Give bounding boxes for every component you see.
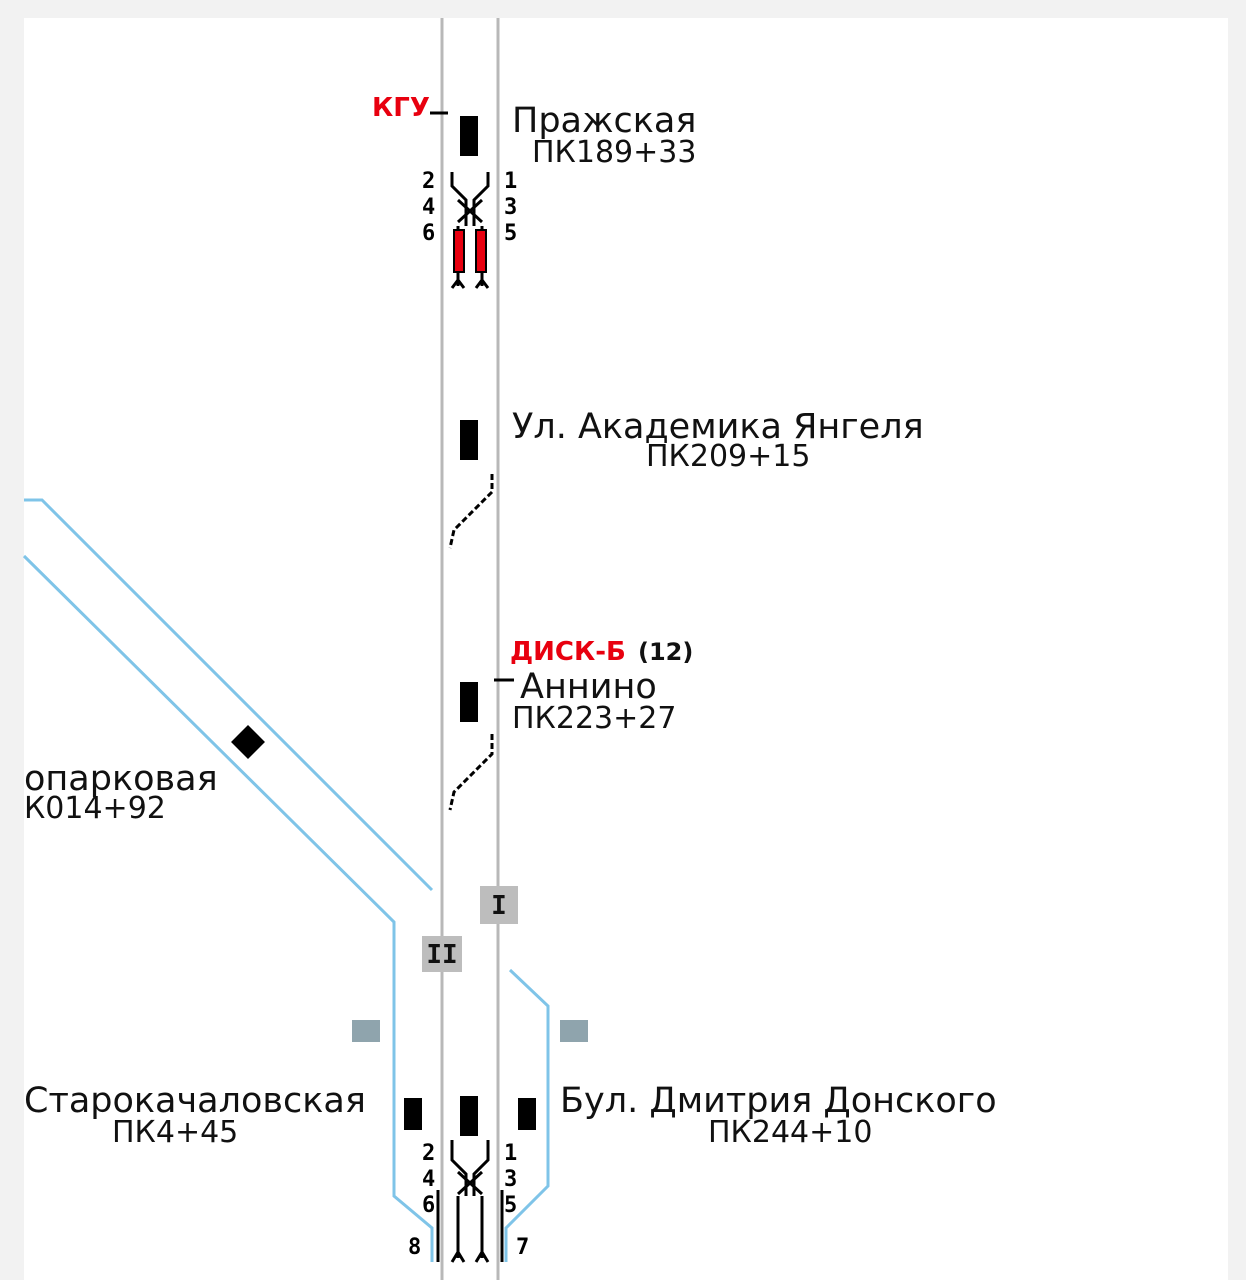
switch-number[interactable]: 3: [504, 1167, 517, 1192]
track-box-2[interactable]: II: [422, 936, 462, 972]
switch-number[interactable]: 2: [422, 169, 435, 194]
crossover-bottom[interactable]: [436, 1140, 504, 1263]
switch-number[interactable]: 2: [422, 1141, 435, 1166]
signal-diamond: [231, 725, 265, 759]
track-box-label: II: [426, 940, 457, 970]
station-name: Пражская: [512, 101, 696, 141]
switch-number[interactable]: 7: [516, 1235, 529, 1260]
crossover-top[interactable]: [450, 172, 490, 289]
station-pk: ПК209+15: [646, 439, 810, 474]
station-dmitriya-donskogo[interactable]: Бул. Дмитрия Донского ПК244+10: [518, 1081, 997, 1150]
crossover-bottom-feet: [450, 1249, 490, 1263]
switch-numbers-top-right: 1 3 5: [504, 169, 517, 246]
station-pk: ПК223+27: [512, 701, 676, 736]
kgu-indicator[interactable]: КГУ: [372, 93, 448, 123]
platform-marker-left[interactable]: [352, 1020, 380, 1042]
station-pk: ПК189+33: [532, 135, 696, 170]
switch-number[interactable]: 5: [504, 1193, 517, 1218]
platform-block: [404, 1098, 422, 1130]
station-lesoparkovaya[interactable]: опарковая К014+92: [24, 725, 265, 826]
crossover-bottom-x: [456, 1170, 484, 1196]
track-box-label: I: [491, 891, 507, 921]
disk-b-label: ДИСК-Б: [510, 637, 626, 667]
branch-lines: [22, 498, 550, 1262]
station-starokachalovskaya[interactable]: Старокачаловская ПК4+45: [24, 1081, 422, 1150]
switch-number[interactable]: 3: [504, 195, 517, 220]
platform-block: [518, 1098, 536, 1130]
occupied-section-left[interactable]: [453, 229, 465, 273]
platform-block: [460, 420, 478, 460]
switch-number[interactable]: 8: [408, 1235, 421, 1260]
station-yangelya[interactable]: Ул. Академика Янгеля ПК209+15: [460, 407, 924, 474]
station-name: Старокачаловская: [24, 1081, 366, 1121]
kgu-label: КГУ: [372, 93, 430, 123]
station-name: опарковая: [24, 759, 218, 799]
switch-number[interactable]: 4: [422, 195, 435, 220]
crossover-top-x: [456, 198, 484, 224]
track-box-1[interactable]: I: [480, 886, 518, 924]
disk-b-count: (12): [638, 638, 693, 666]
station-pk: ПК4+45: [112, 1115, 238, 1150]
crossover-annino[interactable]: [448, 734, 494, 811]
branch-line-outer: [24, 498, 434, 892]
switch-numbers-bottom-right: 1 3 5 7: [504, 1141, 529, 1260]
platform-block: [460, 116, 478, 156]
switch-number[interactable]: 1: [504, 1141, 517, 1166]
station-pk: К014+92: [24, 791, 166, 826]
station-name: Ул. Академика Янгеля: [512, 407, 924, 447]
station-name: Бул. Дмитрия Донского: [560, 1081, 997, 1121]
station-annino[interactable]: Аннино ПК223+27: [460, 667, 676, 736]
switch-number[interactable]: 6: [422, 221, 435, 246]
switch-number[interactable]: 1: [504, 169, 517, 194]
platform-block: [460, 682, 478, 722]
occupied-section-right[interactable]: [475, 229, 487, 273]
switch-numbers-bottom-left: 2 4 6 8: [408, 1141, 435, 1260]
disk-b-indicator[interactable]: ДИСК-Б (12): [510, 637, 693, 667]
station-pk: ПК244+10: [708, 1115, 872, 1150]
crossover-top-feet: [450, 277, 490, 289]
switch-numbers-top-left: 2 4 6: [422, 169, 435, 246]
branch-line-right: [504, 968, 550, 1262]
platform-block-center[interactable]: [460, 1096, 478, 1136]
branch-line-inner: [22, 554, 434, 1262]
platform-marker-right[interactable]: [560, 1020, 588, 1042]
station-prazhskaya[interactable]: Пражская ПК189+33: [460, 101, 696, 170]
switch-number[interactable]: 6: [422, 1193, 435, 1218]
crossover-yangelya[interactable]: [448, 474, 494, 549]
track-diagram-panel: [24, 18, 1228, 1280]
station-name: Аннино: [520, 667, 657, 707]
switch-number[interactable]: 4: [422, 1167, 435, 1192]
switch-number[interactable]: 5: [504, 221, 517, 246]
main-tracks: [440, 18, 500, 1280]
